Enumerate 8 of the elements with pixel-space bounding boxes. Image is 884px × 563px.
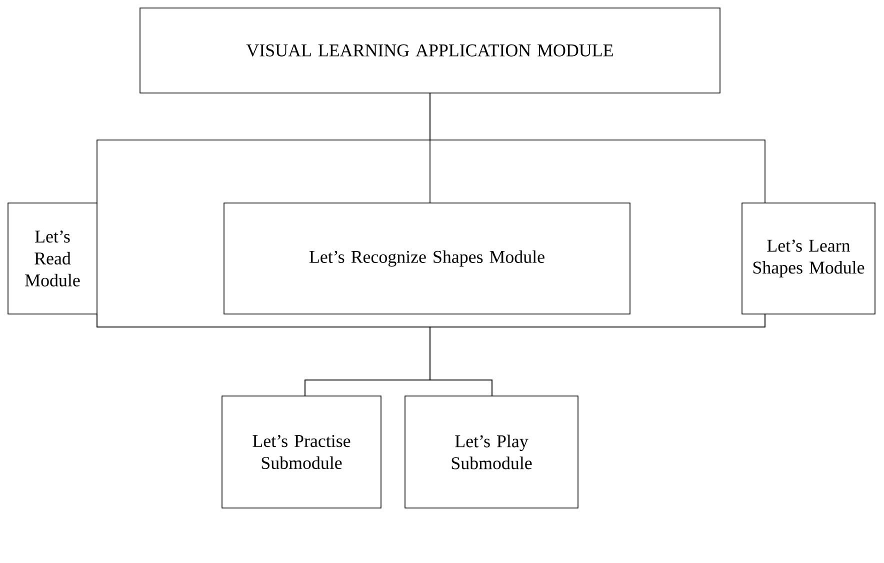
connector-line <box>430 314 766 396</box>
module-box: Let’s Practise Submodule <box>222 396 382 508</box>
module-box: VISUAL LEARNING APPLICATION MODULE <box>140 8 720 94</box>
connector-line <box>430 92 766 204</box>
module-box: Let’s Read Module <box>8 202 98 314</box>
module-box: Let’s Learn Shapes Module <box>742 202 876 314</box>
module-box: Let’s Recognize Shapes Module <box>224 202 630 314</box>
module-box: Let’s Play Submodule <box>404 396 578 508</box>
